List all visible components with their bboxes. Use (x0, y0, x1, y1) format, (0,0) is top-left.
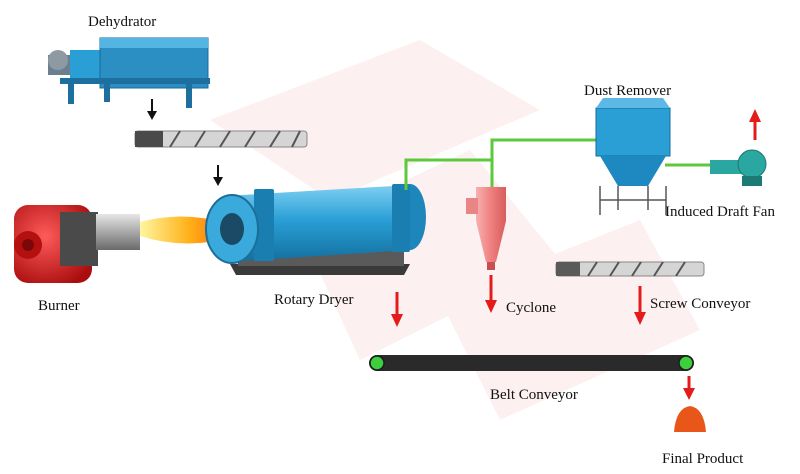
arrow-dehydrator-to-screw (147, 99, 157, 120)
label-screw-conveyor: Screw Conveyor (650, 296, 751, 312)
label-dust-remover: Dust Remover (584, 83, 672, 99)
rotary-dryer-drum (205, 184, 426, 275)
arrow-screw-to-dryer (213, 165, 223, 186)
arrow-screw-output (634, 286, 646, 325)
arrow-belt-to-product (683, 376, 695, 400)
label-cyclone: Cyclone (506, 300, 556, 316)
final-product-pile (674, 406, 706, 432)
induced-draft-fan (710, 149, 767, 186)
label-induced-draft-fan: Induced Draft Fan (665, 204, 775, 220)
dust-remover-unit (595, 98, 671, 215)
belt-conveyor (369, 355, 694, 371)
arrow-exhaust-up (749, 109, 761, 140)
label-dehydrator: Dehydrator (88, 14, 157, 30)
arrow-dryer-output (391, 292, 403, 327)
cyclone-separator (466, 187, 506, 270)
label-burner: Burner (38, 298, 80, 314)
feed-screw-conveyor (134, 130, 308, 148)
label-final-product: Final Product (662, 451, 744, 467)
air-ducting (404, 138, 712, 190)
discharge-screw-conveyor (555, 261, 705, 277)
label-rotary-dryer: Rotary Dryer (274, 292, 354, 308)
burner-machine (14, 205, 140, 283)
label-belt-conveyor: Belt Conveyor (490, 387, 578, 403)
dehydrator-machine (48, 37, 210, 108)
arrow-cyclone-output (485, 275, 497, 313)
